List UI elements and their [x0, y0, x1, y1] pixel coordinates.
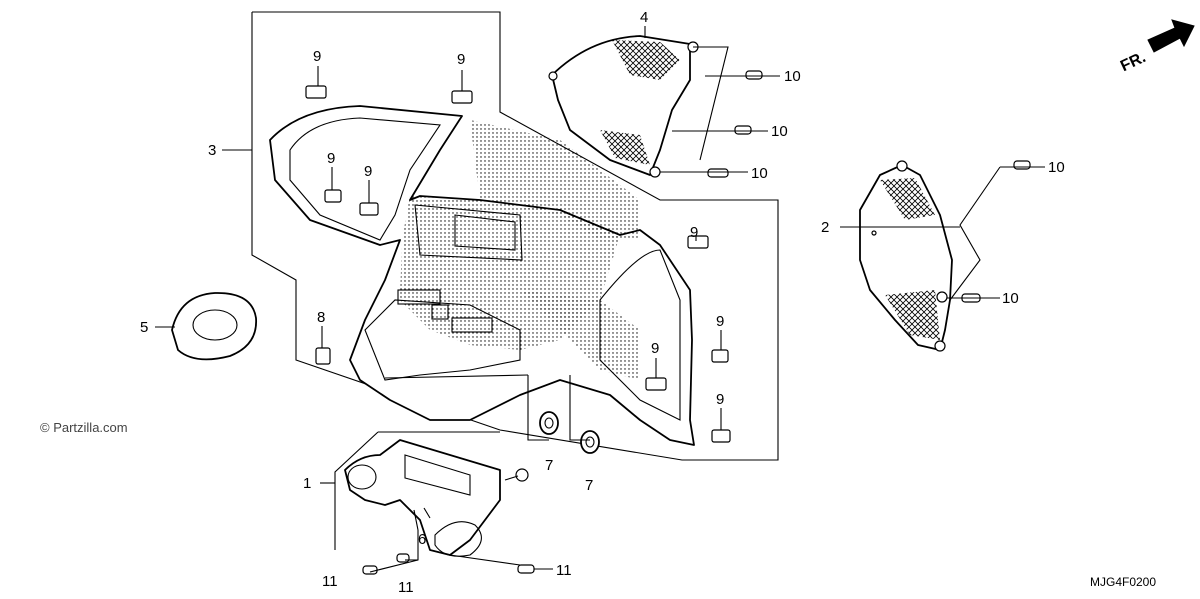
front-direction-indicator: FR. [1118, 19, 1195, 75]
part-6-pin [413, 507, 431, 531]
callout-9h: 9 [716, 391, 724, 408]
callout-10e: 10 [1002, 290, 1019, 307]
part-4-cover [548, 35, 699, 178]
callout-11b: 11 [398, 579, 414, 596]
callout-10b: 10 [771, 123, 788, 140]
callout-9f: 9 [716, 313, 724, 330]
callout-4: 4 [640, 9, 648, 26]
callout-10d: 10 [1048, 159, 1065, 176]
part-8-clip [315, 347, 331, 365]
callout-8: 8 [317, 309, 325, 326]
callout-10c: 10 [751, 165, 768, 182]
part-3-group-outline [251, 11, 779, 461]
callout-9e: 9 [690, 224, 698, 241]
diagram-reference-code: MJG4F0200 [1090, 575, 1157, 589]
callout-9b: 9 [457, 51, 465, 68]
part-1-switch-assembly [334, 431, 529, 557]
callout-1: 1 [303, 475, 311, 492]
callout-3: 3 [208, 142, 216, 159]
leader-lines [155, 26, 1045, 573]
callout-6: 6 [418, 531, 426, 548]
part-9-clips [305, 85, 731, 443]
callout-11c: 11 [556, 562, 572, 579]
callout-5: 5 [140, 319, 148, 336]
part-3-inner-panel [269, 105, 695, 446]
front-label: FR. [1118, 49, 1149, 75]
callout-9c: 9 [327, 150, 335, 167]
part-2-cover [859, 160, 953, 352]
callout-10a: 10 [784, 68, 801, 85]
callout-7b: 7 [585, 477, 593, 494]
callout-7a: 7 [545, 457, 553, 474]
callout-labels: 1 2 3 4 5 6 7 7 8 9 9 9 9 9 9 9 9 10 10 … [140, 9, 1065, 596]
watermark: © Partzilla.com [40, 420, 128, 435]
part-11-screws [362, 553, 535, 575]
part-5-ring [171, 292, 257, 361]
callout-9a: 9 [313, 48, 321, 65]
callout-11a: 11 [322, 573, 338, 590]
callout-9g: 9 [651, 340, 659, 357]
part-7-grommets [539, 411, 600, 454]
front-arrow-icon [1147, 19, 1195, 53]
callout-9d: 9 [364, 163, 372, 180]
callout-2: 2 [821, 219, 829, 236]
